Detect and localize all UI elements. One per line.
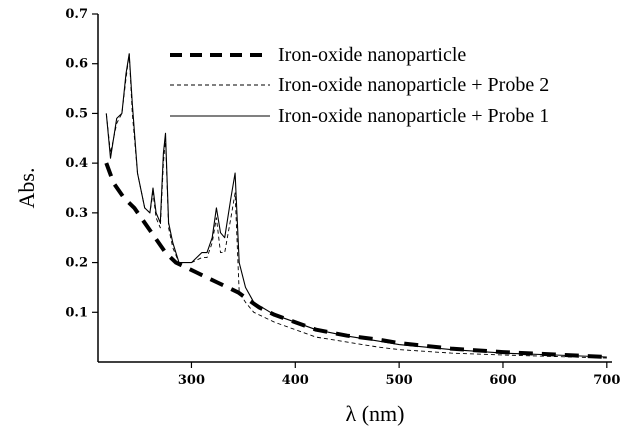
y-tick-label-3: 0.4	[65, 156, 88, 171]
legend: Iron-oxide nanoparticle Iron-oxide nanop…	[170, 44, 549, 127]
series-line-2	[105, 53, 607, 359]
x-tick-label-4: 700	[593, 373, 620, 388]
y-tick-label-5: 0.6	[65, 57, 88, 72]
x-tick-label-0: 300	[178, 373, 205, 388]
x-tick-label-3: 600	[489, 373, 516, 388]
x-tick-label-1: 400	[282, 373, 309, 388]
legend-label-series-1: Iron-oxide nanoparticle	[278, 44, 466, 66]
x-tick-label-2: 500	[386, 373, 413, 388]
x-ticks: 300 400 500 600 700	[178, 362, 620, 388]
series-line-3	[105, 53, 607, 358]
y-tick-label-2: 0.3	[65, 206, 88, 221]
series-layer	[104, 53, 607, 359]
legend-label-series-2: Iron-oxide nanoparticle + Probe 2	[278, 74, 549, 96]
y-ticks: 0.1 0.2 0.3 0.4 0.5 0.6 0.7	[65, 7, 98, 320]
x-axis-title: λ (nm)	[346, 401, 405, 426]
y-tick-label-6: 0.7	[65, 7, 88, 22]
y-tick-label-4: 0.5	[65, 106, 88, 121]
y-tick-label-1: 0.2	[65, 256, 88, 271]
series-line-1	[104, 162, 607, 359]
legend-label-series-3: Iron-oxide nanoparticle + Probe 1	[278, 105, 549, 127]
y-tick-label-0: 0.1	[65, 305, 88, 320]
y-axis-title: Abs.	[14, 168, 39, 209]
